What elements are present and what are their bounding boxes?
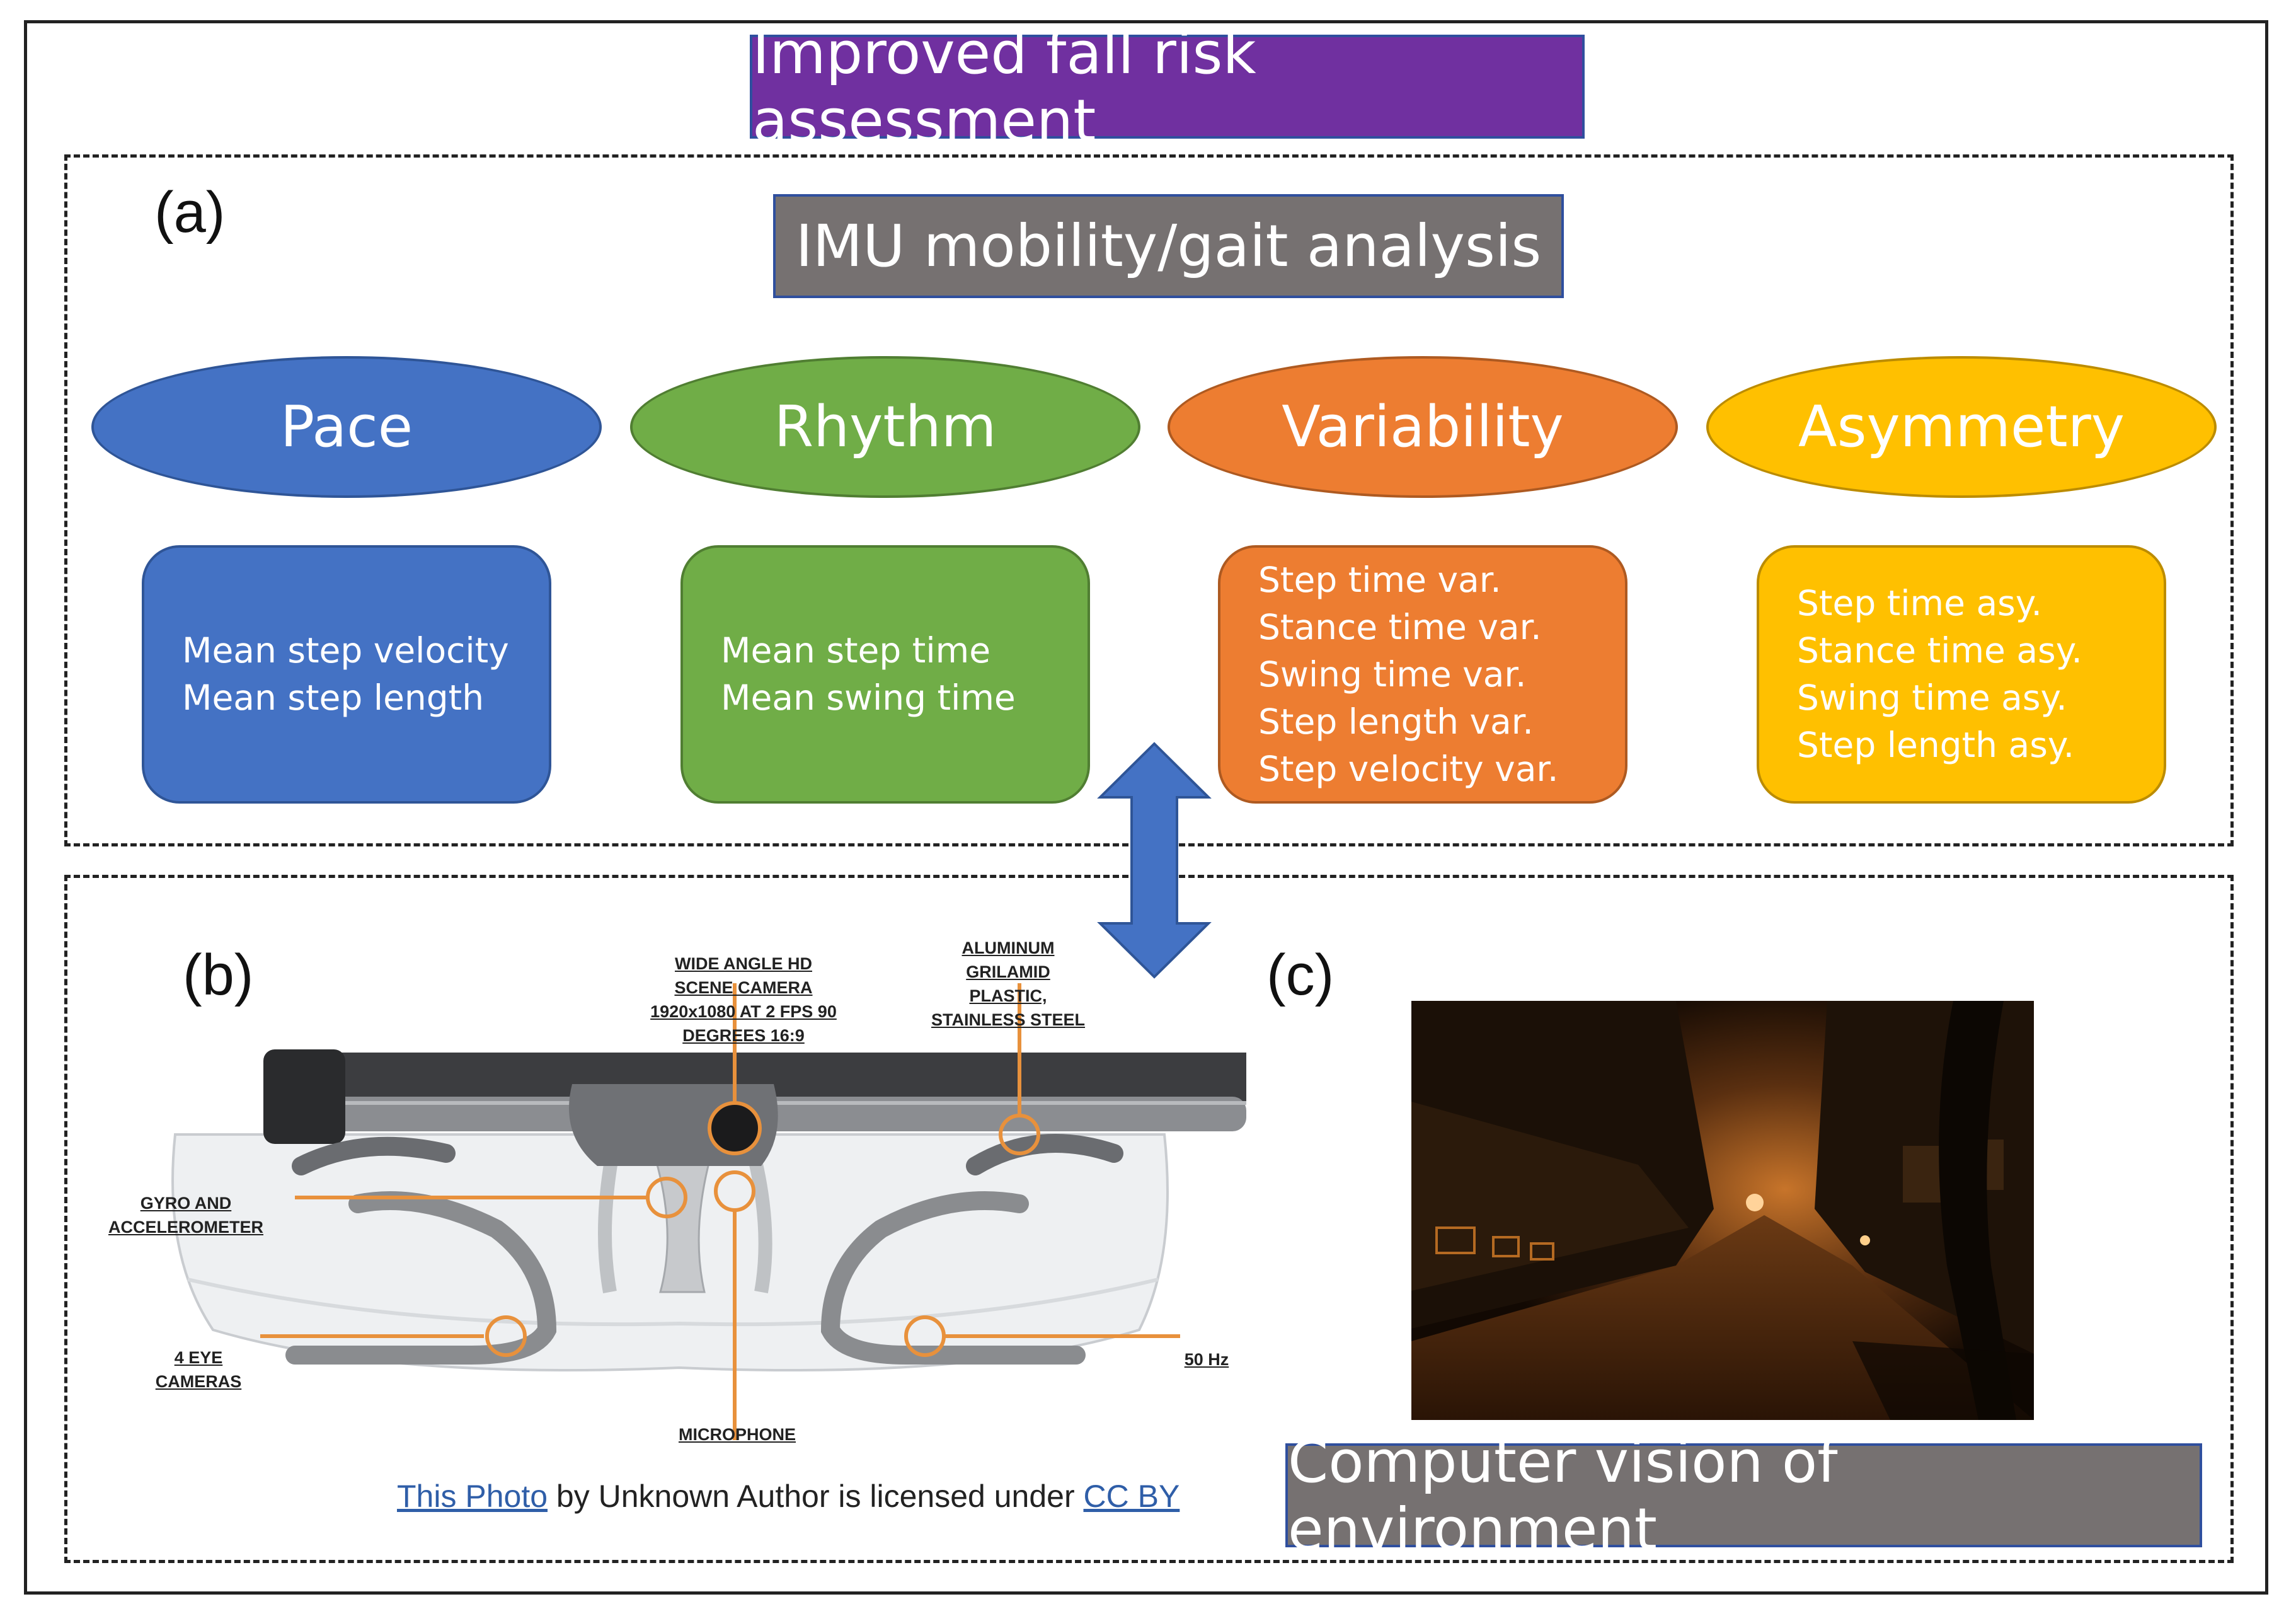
- rhythm-metric: Mean swing time: [721, 678, 1016, 718]
- pace-ellipse: Pace: [91, 356, 602, 498]
- panel-c-caption: Computer vision of environment: [1285, 1428, 2202, 1563]
- license-link[interactable]: CC BY: [1083, 1479, 1180, 1514]
- pace-metric: Mean step length: [182, 678, 485, 718]
- material-label-line: ALUMINUM: [961, 938, 1055, 957]
- photo-attribution: This Photo by Unknown Author is licensed…: [397, 1478, 1180, 1515]
- variability-metric: Step time var.: [1258, 559, 1501, 600]
- panel-a-heading-text: IMU mobility/gait analysis: [795, 212, 1542, 280]
- eye-cameras-label: 4 EYE CAMERAS: [135, 1346, 261, 1394]
- asymmetry-metric: Step time asy.: [1797, 583, 2043, 623]
- panel-a-letter: (a): [154, 180, 226, 245]
- main-title-text: Improved fall risk assessment: [752, 19, 1256, 154]
- variability-ellipse: Variability: [1168, 356, 1678, 498]
- double-arrow: [1097, 742, 1212, 979]
- microphone-label: MICROPHONE: [678, 1425, 796, 1444]
- material-label-line: PLASTIC,: [969, 986, 1047, 1005]
- variability-metric: Step velocity var.: [1258, 748, 1559, 789]
- scene-camera-label-line: 1920x1080 AT 2 FPS 90: [650, 1002, 837, 1021]
- asymmetry-label: Asymmetry: [1798, 394, 2125, 460]
- pace-metric: Mean step velocity: [182, 630, 509, 671]
- eye-tracking-glasses-illustration: [93, 926, 1246, 1469]
- street-night-photo: [1411, 1001, 2034, 1420]
- asymmetry-metric: Step length asy.: [1797, 725, 2075, 765]
- rhythm-metric: Mean step time: [721, 630, 991, 671]
- attribution-text: by Unknown Author is licensed under: [548, 1479, 1084, 1514]
- eye-cameras-label-line: CAMERAS: [155, 1372, 242, 1391]
- rhythm-label: Rhythm: [774, 394, 997, 460]
- scene-camera-label-line: SCENE CAMERA: [674, 978, 813, 997]
- rhythm-metrics-box: Mean step time Mean swing time: [680, 545, 1090, 804]
- variability-metric: Swing time var.: [1258, 654, 1527, 695]
- asymmetry-metrics-box: Step time asy. Stance time asy. Swing ti…: [1757, 545, 2166, 804]
- asymmetry-ellipse: Asymmetry: [1706, 356, 2217, 498]
- pace-metrics-box: Mean step velocity Mean step length: [142, 545, 551, 804]
- gyro-label: GYRO AND ACCELEROMETER: [88, 1191, 284, 1239]
- panel-a-heading: IMU mobility/gait analysis: [773, 194, 1564, 298]
- asymmetry-metric: Stance time asy.: [1797, 630, 2082, 671]
- scene-camera-label-line: WIDE ANGLE HD: [675, 954, 812, 973]
- panel-b-letter: (b): [183, 943, 254, 1007]
- material-label-line: GRILAMID: [966, 962, 1050, 981]
- eye-cameras-label-line: 4 EYE: [174, 1348, 223, 1367]
- panel-c-letter: (c): [1266, 943, 1335, 1007]
- outer-frame: [24, 20, 2268, 1595]
- material-label: ALUMINUM GRILAMID PLASTIC, STAINLESS STE…: [907, 936, 1109, 1032]
- photo-link[interactable]: This Photo: [397, 1479, 548, 1514]
- asymmetry-metric: Swing time asy.: [1797, 678, 2067, 718]
- main-title: Improved fall risk assessment: [750, 20, 1585, 154]
- gyro-label-line: ACCELEROMETER: [108, 1218, 263, 1237]
- sampling-rate-label: 50 Hz: [1184, 1350, 1229, 1369]
- gyro-label-line: GYRO AND: [140, 1194, 232, 1213]
- rhythm-ellipse: Rhythm: [630, 356, 1140, 498]
- scene-camera-label-line: DEGREES 16:9: [682, 1026, 805, 1045]
- variability-metric: Stance time var.: [1258, 606, 1542, 647]
- scene-camera-label: WIDE ANGLE HD SCENE CAMERA 1920x1080 AT …: [630, 952, 857, 1048]
- panel-c-caption-text: Computer vision of environment: [1288, 1428, 1838, 1563]
- pace-label: Pace: [280, 394, 413, 460]
- variability-metric: Step length var.: [1258, 701, 1534, 742]
- material-label-line: STAINLESS STEEL: [931, 1010, 1086, 1029]
- variability-metrics-box: Step time var. Stance time var. Swing ti…: [1218, 545, 1627, 804]
- variability-label: Variability: [1282, 394, 1564, 460]
